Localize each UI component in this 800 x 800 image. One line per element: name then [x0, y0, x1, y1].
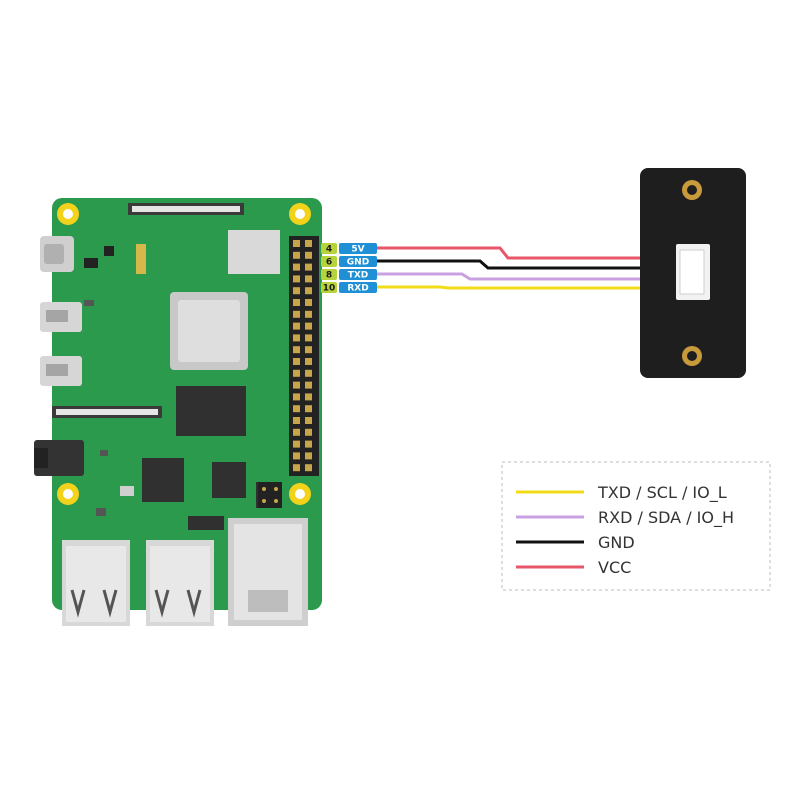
wire-5v: [377, 246, 686, 260]
pin-name: RXD: [347, 284, 368, 294]
pin-label-gnd: 6 GND: [321, 256, 377, 268]
wires: [377, 246, 686, 290]
gpio-header: [289, 236, 319, 476]
wire-gnd: [377, 259, 686, 270]
legend-label: VCC: [598, 558, 631, 577]
raspberry-pi-board: [34, 198, 322, 626]
pin-label-5v: 4 5V: [321, 243, 377, 255]
wifi-shield: [228, 230, 280, 274]
pin-name: 5V: [351, 245, 364, 255]
sensor-module: [640, 168, 746, 378]
poe-header: [258, 482, 282, 508]
pin-name: GND: [347, 258, 369, 268]
wire-rxd: [377, 285, 686, 290]
legend-item-txd: TXD / SCL / IO_L: [516, 483, 727, 503]
pin-label-rxd: 10 RXD: [321, 282, 377, 294]
ram-chip: [176, 386, 246, 436]
pin-number: 6: [326, 258, 332, 268]
pin-number: 10: [323, 284, 336, 294]
legend-item-rxd: RXD / SDA / IO_H: [516, 508, 734, 528]
mounting-hole-icon: [57, 203, 311, 505]
gpio-pins: [293, 240, 312, 472]
wire-txd: [377, 272, 686, 281]
pin-label-txd: 8 TXD: [321, 269, 377, 281]
legend: TXD / SCL / IO_L RXD / SDA / IO_H GND VCC: [501, 461, 771, 591]
usb-port-1: [62, 540, 130, 626]
ethernet-port: [228, 518, 308, 626]
pin-number: 8: [326, 271, 332, 281]
legend-item-gnd: GND: [516, 533, 635, 552]
usb-port-2: [146, 540, 214, 626]
pin-name: TXD: [348, 271, 369, 281]
legend-label: TXD / SCL / IO_L: [597, 483, 727, 503]
mounting-hole-icon: [682, 180, 702, 366]
legend-label: GND: [598, 533, 635, 552]
pin-number: 4: [326, 245, 332, 255]
legend-label: RXD / SDA / IO_H: [598, 508, 734, 528]
pin-labels: 4 5V 6 GND 8 TXD 10 RXD: [321, 243, 377, 294]
legend-item-vcc: VCC: [516, 558, 631, 577]
